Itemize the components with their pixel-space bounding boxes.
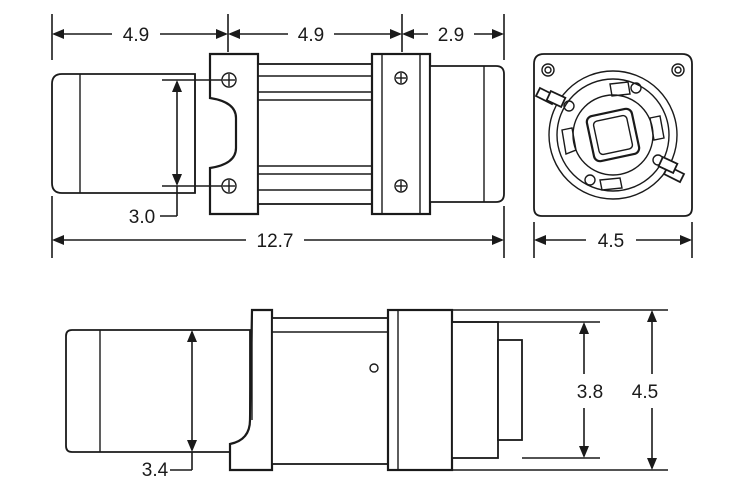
end-view-dimensions: 4.5 [533, 222, 693, 258]
winch-end-view [533, 53, 693, 217]
dim-overall-height: 4.5 [632, 382, 658, 403]
winch-side-view [65, 308, 523, 472]
dim-gearbox-length: 2.9 [438, 25, 464, 46]
dim-motor-length: 4.9 [123, 25, 149, 46]
side-view-dimensions: 3.4 3.8 4.5 [142, 309, 668, 481]
dim-gearbox-height: 3.8 [577, 382, 603, 403]
dim-bolt-spacing: 3.0 [129, 207, 155, 228]
dim-frame-length: 4.9 [298, 25, 324, 46]
top-view-dimensions: 4.9 4.9 2.9 3.0 12.7 [51, 14, 505, 258]
dim-end-width: 4.5 [598, 231, 624, 252]
dim-motor-height: 3.4 [142, 460, 169, 481]
dim-overall-length: 12.7 [257, 231, 294, 252]
winch-top-view [51, 52, 505, 216]
